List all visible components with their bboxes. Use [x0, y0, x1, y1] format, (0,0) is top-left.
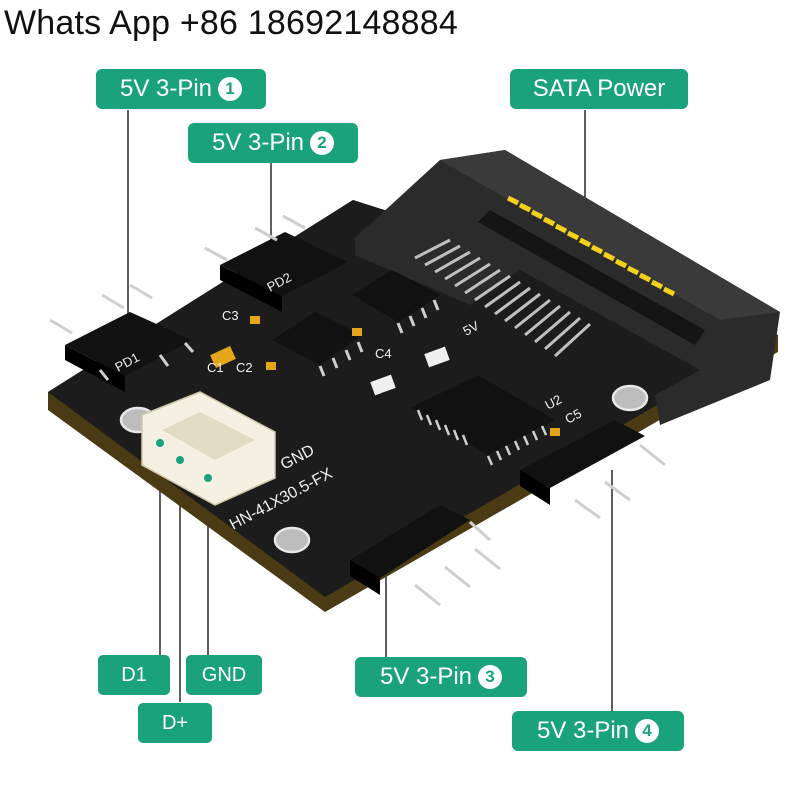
callout-5v-3pin-4-label: 5V 3-Pin: [536, 717, 630, 744]
number-2-icon: 2: [310, 131, 335, 155]
silk-c4: C4: [375, 346, 392, 361]
callout-5v-3pin-2: 5V 3-Pin 2: [188, 123, 358, 163]
silk-c1: C1: [207, 360, 224, 375]
silk-c2: C2: [236, 360, 253, 375]
callout-sata-power: SATA Power: [510, 69, 688, 109]
number-3-icon: 3: [478, 665, 503, 689]
sata-solder-leads: [414, 238, 592, 358]
sata-power-connector: [355, 150, 780, 425]
white-jst-connector: [141, 391, 276, 506]
callout-5v-3pin-4: 5V 3-Pin 4: [512, 711, 684, 751]
silk-c3: C3: [222, 308, 239, 323]
pin-header-4: [520, 420, 666, 520]
callout-d-plus: D+: [138, 703, 212, 743]
silk-5v: 5V: [460, 318, 481, 339]
pin-header-pd1: [49, 283, 195, 392]
silk-c5: C5: [562, 406, 584, 427]
callout-5v-3pin-2-label: 5V 3-Pin: [211, 129, 305, 156]
sata-gold-pins: [506, 195, 676, 297]
ic-chip-u2: [410, 375, 555, 466]
callout-5v-3pin-1-label: 5V 3-Pin: [119, 75, 213, 102]
whatsapp-contact-text: Whats App +86 18692148884: [4, 4, 458, 42]
pin-header-pd2: [204, 214, 348, 312]
callout-d1: D1: [98, 655, 170, 695]
number-4-icon: 4: [635, 719, 660, 743]
silk-u2: U2: [542, 392, 564, 413]
callout-gnd: GND: [186, 655, 262, 695]
ic-chip-1: [272, 312, 364, 377]
callout-5v-3pin-1: 5V 3-Pin 1: [96, 69, 266, 109]
callout-5v-3pin-3: 5V 3-Pin 3: [355, 657, 527, 697]
ic-chip-2: [352, 270, 440, 334]
pin-header-3: [350, 505, 501, 607]
callout-5v-3pin-3-label: 5V 3-Pin: [379, 663, 473, 690]
smd-components: [210, 316, 560, 436]
number-1-icon: 1: [218, 77, 243, 101]
